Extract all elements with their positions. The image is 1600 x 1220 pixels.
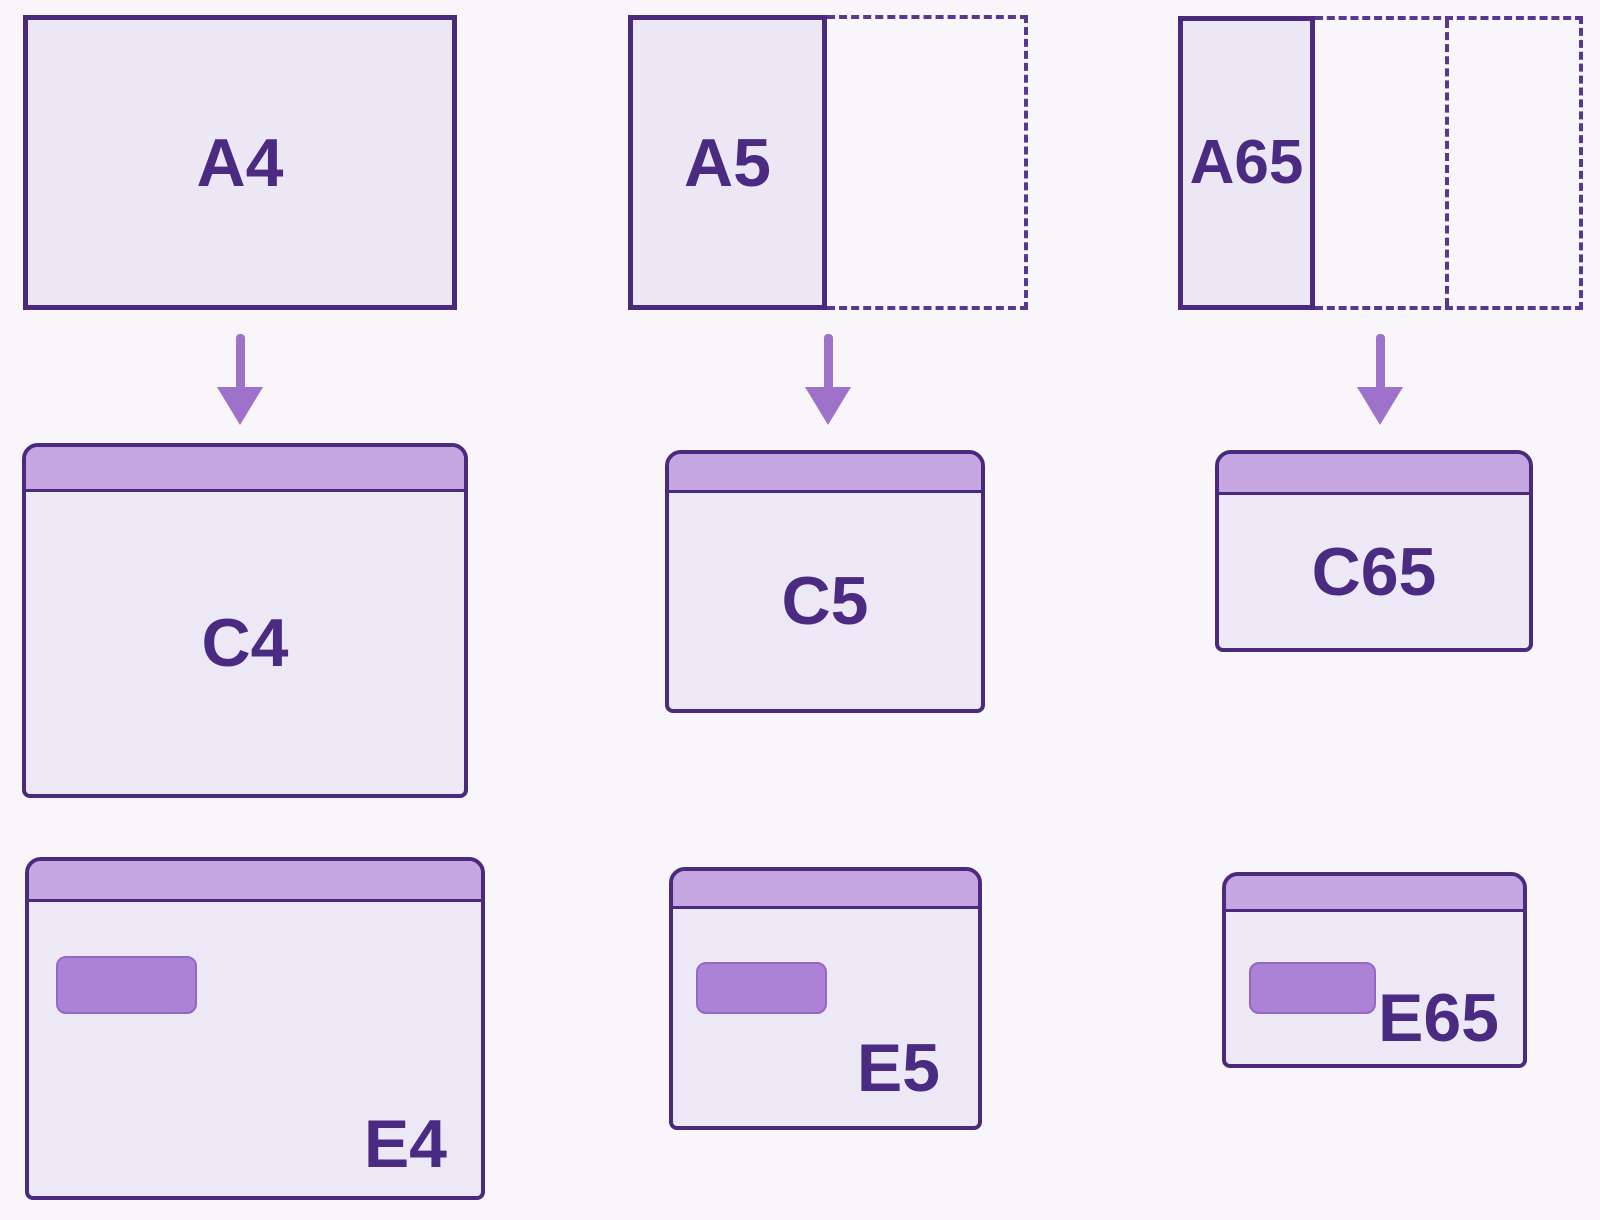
down-arrow-icon [217, 334, 263, 425]
envelope-flap [1226, 876, 1523, 912]
fold-outline-dashed [827, 15, 1028, 310]
envelope-c65: C65 [1215, 450, 1533, 652]
envelope-e65-label: E65 [1378, 980, 1499, 1056]
envelope-e4-label: E4 [363, 1106, 447, 1182]
fold-line-dashed [1445, 20, 1449, 306]
envelope-c4-label: C4 [201, 605, 289, 681]
address-window [56, 956, 197, 1014]
arrow-head [217, 387, 263, 425]
arrow-head [1357, 387, 1403, 425]
envelope-flap [673, 871, 978, 909]
envelope-e65: E65 [1222, 872, 1527, 1068]
down-arrow-icon [1357, 334, 1403, 425]
envelope-e5: E5 [669, 867, 982, 1130]
arrow-stem [1375, 334, 1385, 390]
envelope-e5-label: E5 [856, 1030, 940, 1106]
paper-a5-label: A5 [684, 124, 771, 201]
address-window [1249, 962, 1376, 1014]
envelope-c65-label: C65 [1311, 533, 1437, 610]
paper-sheet-a65: A65 [1178, 16, 1315, 310]
arrow-stem [235, 334, 245, 390]
fold-outline-dashed [1315, 16, 1583, 310]
envelope-c4: C4 [22, 443, 468, 798]
envelope-body: C65 [1219, 495, 1529, 648]
envelope-e4: E4 [25, 857, 485, 1200]
paper-a4-label: A4 [196, 124, 284, 201]
address-window [696, 962, 827, 1014]
envelope-flap [1219, 454, 1529, 495]
envelope-flap [29, 861, 481, 902]
envelope-body: C4 [26, 492, 464, 794]
down-arrow-icon [805, 334, 851, 425]
envelope-flap [26, 447, 464, 492]
envelope-body: C5 [669, 493, 981, 709]
arrow-stem [823, 334, 833, 390]
envelope-flap [669, 454, 981, 493]
envelope-c5: C5 [665, 450, 985, 713]
envelope-c5-label: C5 [781, 563, 869, 639]
paper-a65-label: A65 [1189, 128, 1304, 197]
paper-sheet-a4: A4 [23, 15, 457, 310]
paper-sheet-a5: A5 [628, 15, 827, 310]
arrow-head [805, 387, 851, 425]
